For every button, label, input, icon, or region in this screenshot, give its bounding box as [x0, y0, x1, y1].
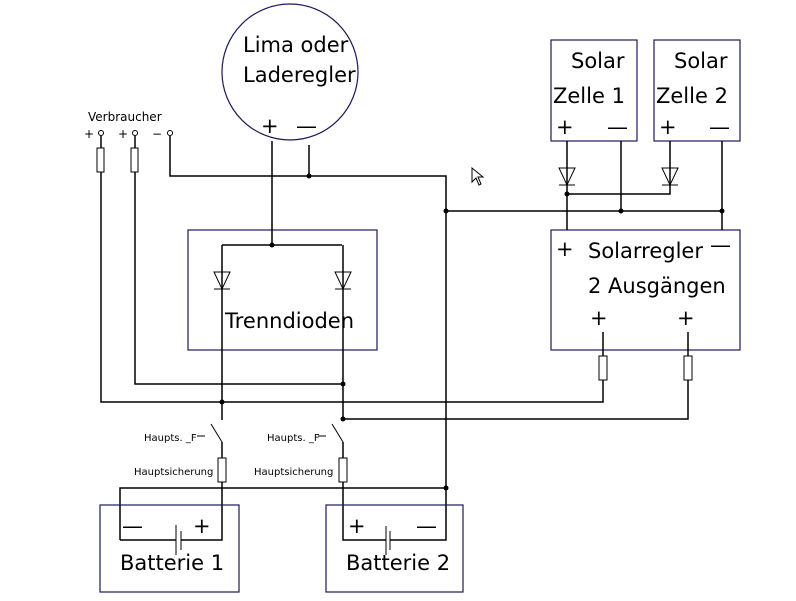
diode-icons: [213, 167, 679, 291]
main-fuse-1-label: Hauptsicherung: [134, 467, 213, 478]
solar-cell-2-plus: +: [659, 115, 677, 139]
solar-cell-1-minus: —: [607, 115, 628, 139]
lima-label-1: Lima oder: [243, 33, 349, 57]
isolation-diodes: Trenndioden: [187, 229, 378, 351]
battery-1: — + Batterie 1: [99, 504, 240, 593]
switch-icon: [210, 423, 223, 443]
consumer-fuse-1: [96, 147, 105, 173]
solar-cell-1: Solar Zelle 1 + —: [550, 39, 638, 142]
battery-2-plus: +: [348, 514, 366, 538]
wires: [100, 136, 723, 541]
battery-1-box: [99, 504, 240, 593]
lima-component: Lima oder Laderegler + —: [221, 3, 359, 141]
diode-icon: [213, 271, 231, 291]
main-switch-2: Haupts. _F Hauptsicherung: [254, 423, 348, 483]
solar-cell-1-box: [550, 39, 638, 142]
main-fuse-2-label: Hauptsicherung: [254, 467, 333, 478]
solar-cell-2: Solar Zelle 2 + —: [653, 39, 741, 142]
diode-icon: [661, 167, 679, 187]
consumer-terminal-2: [132, 130, 138, 136]
solar-regulator-label-1: Solarregler: [588, 239, 703, 263]
solar-cell-1-label-2: Zelle 1: [553, 84, 625, 108]
consumers-label: Verbraucher: [88, 110, 162, 124]
regulator-fuse-2: [683, 355, 693, 381]
lima-label-2: Laderegler: [243, 63, 356, 87]
regulator-fuse-1: [598, 355, 608, 381]
solar-regulator-out1: +: [590, 306, 608, 330]
main-switch-1: Haupts. _F Hauptsicherung: [134, 423, 227, 483]
battery-2-minus: —: [416, 514, 437, 538]
consumers: Verbraucher + + −: [84, 110, 173, 173]
solar-cell-1-plus: +: [556, 115, 574, 139]
solar-cell-1-label-1: Solar: [571, 49, 625, 73]
battery-1-plus: +: [193, 514, 211, 538]
main-fuse-1: [217, 457, 227, 483]
solar-regulator-label-2: 2 Ausgängen: [588, 274, 726, 298]
battery-2: + — Batterie 2: [325, 504, 464, 593]
isolation-diodes-box: [187, 229, 378, 351]
lima-plus: +: [261, 114, 279, 138]
solar-cell-2-label-1: Solar: [674, 49, 728, 73]
battery-1-label: Batterie 1: [120, 551, 224, 575]
lima-circle: [221, 3, 359, 141]
junction-dots: [219, 173, 725, 491]
lima-minus: —: [296, 114, 317, 138]
solar-regulator-out2: +: [677, 306, 695, 330]
solar-regulator-plus: +: [556, 237, 574, 261]
consumer-terminal-3: [167, 130, 173, 136]
consumer-fuse-2: [130, 147, 139, 173]
solar-regulator-box: [550, 229, 741, 351]
solar-regulator: + Solarregler — 2 Ausgängen + +: [550, 229, 741, 351]
consumer-terminal-3-sign: −: [152, 127, 162, 141]
battery-1-minus: —: [122, 514, 143, 538]
main-fuse-2: [338, 457, 348, 483]
main-switch-1-label: Haupts. _F: [144, 433, 197, 444]
diode-icon: [334, 271, 352, 291]
solar-cell-2-minus: —: [709, 115, 730, 139]
switch-icon: [331, 423, 344, 443]
consumer-terminal-1-sign: +: [84, 127, 94, 141]
main-switch-2-label: Haupts. _F: [267, 433, 320, 444]
mouse-cursor-icon: [471, 166, 485, 186]
consumer-terminal-2-sign: +: [118, 127, 128, 141]
diode-icon: [558, 167, 576, 187]
solar-cell-2-box: [653, 39, 741, 142]
battery-2-label: Batterie 2: [346, 551, 450, 575]
consumer-terminal-1: [98, 130, 104, 136]
battery-2-box: [325, 504, 464, 593]
isolation-diodes-label: Trenndioden: [224, 309, 354, 333]
solar-regulator-minus: —: [710, 233, 731, 257]
solar-cell-2-label-2: Zelle 2: [656, 84, 728, 108]
